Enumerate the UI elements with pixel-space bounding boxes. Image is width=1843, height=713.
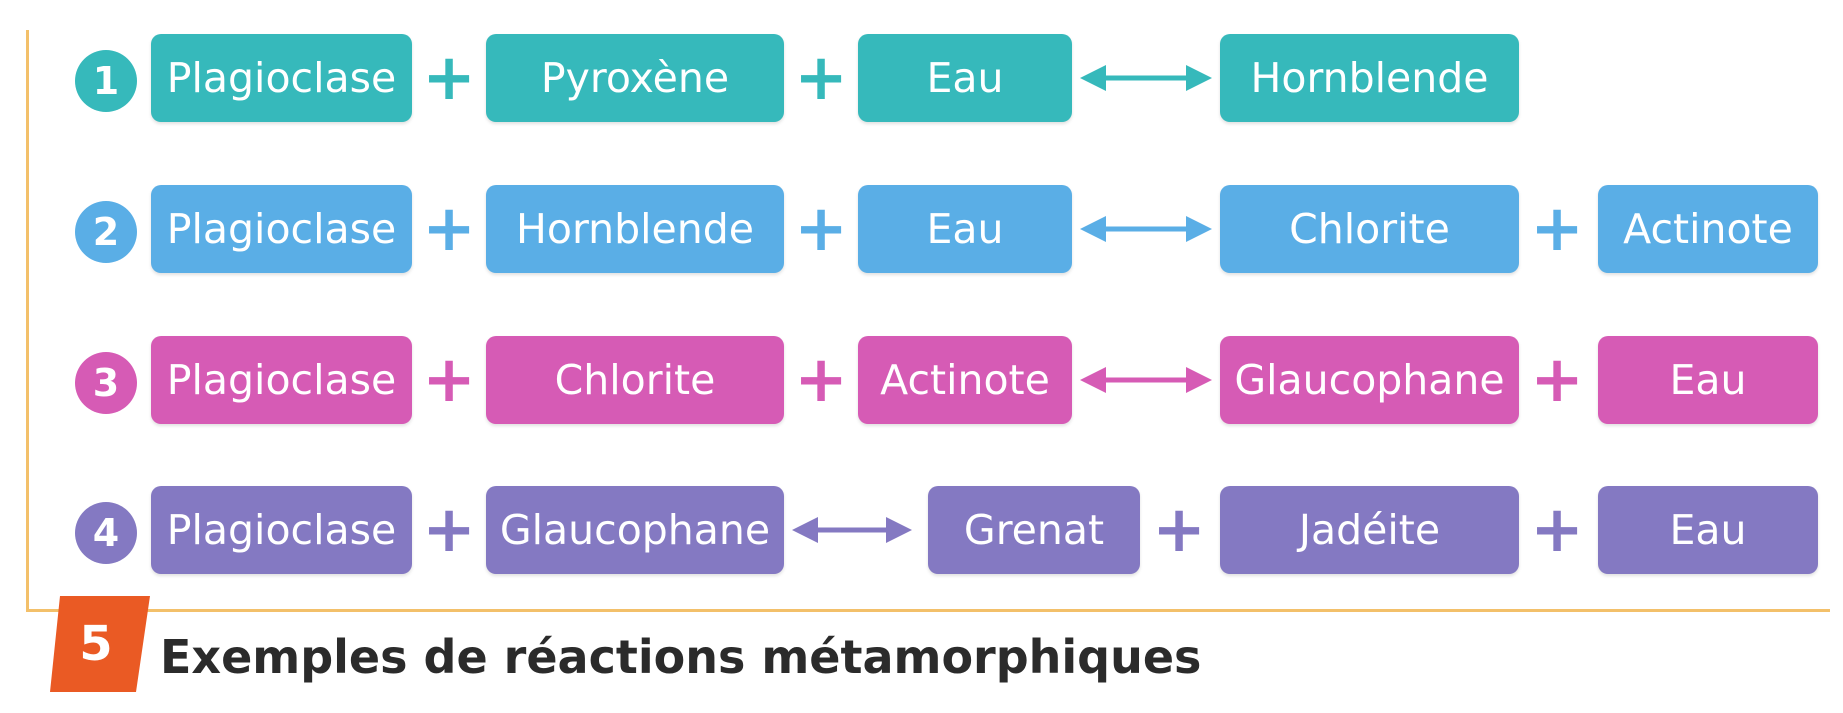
mineral-box: Eau — [858, 185, 1072, 273]
frame-bottom-border — [26, 609, 1830, 612]
plus-sign: + — [422, 41, 476, 115]
mineral-box: Hornblende — [486, 185, 784, 273]
plus-sign: + — [422, 343, 476, 417]
mineral-box: Plagioclase — [151, 336, 412, 424]
plus-sign: + — [422, 192, 476, 266]
reaction-number-badge: 2 — [75, 201, 137, 263]
plus-sign: + — [794, 343, 848, 417]
mineral-box: Actinote — [1598, 185, 1818, 273]
mineral-box: Jadéite — [1220, 486, 1519, 574]
reaction-number-badge: 3 — [75, 352, 137, 414]
mineral-box: Hornblende — [1220, 34, 1519, 122]
plus-sign: + — [794, 192, 848, 266]
mineral-box: Plagioclase — [151, 486, 412, 574]
frame-left-border — [26, 30, 29, 612]
reversible-arrow-icon — [1080, 65, 1212, 91]
mineral-box: Eau — [1598, 486, 1818, 574]
plus-sign: + — [1530, 493, 1584, 567]
mineral-box: Chlorite — [486, 336, 784, 424]
mineral-box: Plagioclase — [151, 185, 412, 273]
reaction-row-3: 3 Plagioclase + Chlorite + Actinote Glau… — [0, 336, 1843, 426]
reversible-arrow-icon — [1080, 367, 1212, 393]
plus-sign: + — [794, 41, 848, 115]
mineral-box: Actinote — [858, 336, 1072, 424]
figure-caption: Exemples de réactions métamorphiques — [160, 630, 1202, 684]
reaction-row-4: 4 Plagioclase + Glaucophane Grenat + Jad… — [0, 486, 1843, 576]
figure-number: 5 — [79, 616, 113, 672]
mineral-box: Eau — [858, 34, 1072, 122]
reaction-row-2: 2 Plagioclase + Hornblende + Eau Chlorit… — [0, 185, 1843, 275]
mineral-box: Plagioclase — [151, 34, 412, 122]
reaction-number-badge: 1 — [75, 50, 137, 112]
mineral-box: Glaucophane — [1220, 336, 1519, 424]
reversible-arrow-icon — [1080, 216, 1212, 242]
reaction-row-1: 1 Plagioclase + Pyroxène + Eau Hornblend… — [0, 34, 1843, 124]
mineral-box: Chlorite — [1220, 185, 1519, 273]
mineral-box: Eau — [1598, 336, 1818, 424]
plus-sign: + — [1530, 192, 1584, 266]
figure-number-badge: 5 — [50, 596, 150, 692]
reaction-number-badge: 4 — [75, 502, 137, 564]
plus-sign: + — [1530, 343, 1584, 417]
mineral-box: Glaucophane — [486, 486, 784, 574]
reversible-arrow-icon — [792, 517, 912, 543]
plus-sign: + — [1152, 493, 1206, 567]
mineral-box: Grenat — [928, 486, 1140, 574]
figure-badge-shape — [50, 596, 150, 692]
plus-sign: + — [422, 493, 476, 567]
mineral-box: Pyroxène — [486, 34, 784, 122]
